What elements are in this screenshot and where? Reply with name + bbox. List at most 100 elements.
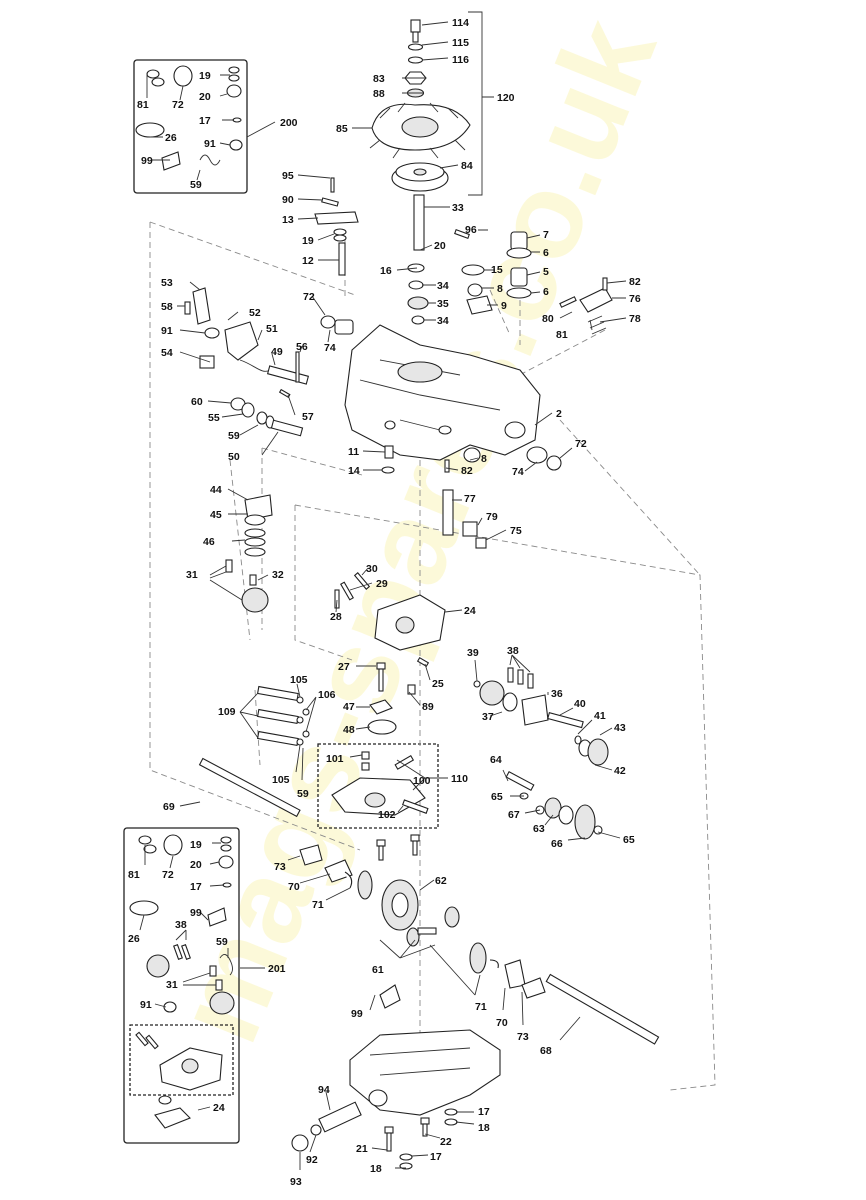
callout-label: 82 <box>461 465 473 477</box>
callout-label: 71 <box>312 899 324 911</box>
callout-label: 42 <box>614 765 626 777</box>
callout-label: 19 <box>199 70 211 82</box>
callout-label: 81 <box>137 99 149 111</box>
callout-label: 56 <box>296 341 308 353</box>
callout-label: 16 <box>380 265 392 277</box>
callout-label: 17 <box>190 881 202 893</box>
callout-label: 91 <box>140 999 152 1011</box>
callout-label: 65 <box>491 791 503 803</box>
center-small-parts <box>367 657 430 735</box>
lower-housing <box>349 984 501 1116</box>
callout-label: 65 <box>623 834 635 846</box>
callout-label: 200 <box>280 117 298 129</box>
callout-label: 22 <box>440 1136 452 1148</box>
callout-label: 115 <box>452 37 469 49</box>
callout-label: 105 <box>290 674 308 686</box>
callout-label: 12 <box>302 255 314 267</box>
reduction-gear-group <box>505 771 603 840</box>
callout-label: 88 <box>373 88 385 100</box>
callout-label: 57 <box>302 411 314 423</box>
left-lever-assembly <box>184 287 354 398</box>
callout-label: 58 <box>161 301 173 313</box>
callout-label: 99 <box>141 155 153 167</box>
callout-label: 5 <box>543 266 549 278</box>
callout-label: 89 <box>422 701 434 713</box>
callout-label: 46 <box>203 536 215 548</box>
callout-label: 80 <box>542 313 554 325</box>
callout-label: 17 <box>199 115 211 127</box>
callout-label: 40 <box>574 698 586 710</box>
callout-label: 17 <box>430 1151 442 1163</box>
callout-label: 68 <box>540 1045 552 1057</box>
callout-label: 90 <box>282 194 294 206</box>
callout-label: 120 <box>497 92 515 104</box>
callout-label: 59 <box>216 936 228 948</box>
callout-label: 15 <box>491 264 503 276</box>
callout-label: 59 <box>190 179 202 191</box>
callout-label: 20 <box>190 859 202 871</box>
callout-label: 64 <box>490 754 502 766</box>
callout-label: 78 <box>629 313 641 325</box>
bottom-parts <box>291 1101 458 1170</box>
callout-label: 76 <box>629 293 641 305</box>
callout-label: 17 <box>478 1106 490 1118</box>
callout-labels: 114 115 116 83 88 120 85 84 33 20 96 16 … <box>128 17 641 1188</box>
callout-label: 27 <box>338 661 350 673</box>
callout-label: 102 <box>378 809 396 821</box>
callout-label: 34 <box>437 315 449 327</box>
callout-label: 67 <box>508 809 520 821</box>
kit-box-201 <box>123 827 240 1144</box>
callout-label: 70 <box>288 881 300 893</box>
callout-label: 33 <box>452 202 464 214</box>
right-lever-assembly <box>559 277 613 335</box>
mid-small-parts <box>381 445 562 549</box>
callout-label: 81 <box>128 869 140 881</box>
callout-label: 114 <box>452 17 469 29</box>
callout-label: 8 <box>497 283 503 295</box>
callout-label: 201 <box>268 963 286 975</box>
callout-label: 100 <box>413 775 431 787</box>
callout-label: 44 <box>210 484 222 496</box>
assembly-guides <box>149 221 716 1091</box>
pump-left-group <box>225 494 273 613</box>
differential-group <box>299 834 546 999</box>
axles <box>198 757 660 1045</box>
kit-box-200 <box>133 59 248 194</box>
upper-housing <box>344 324 541 461</box>
callout-label: 79 <box>486 511 498 523</box>
callout-label: 39 <box>467 647 479 659</box>
callout-label: 21 <box>356 1143 368 1155</box>
callout-label: 31 <box>186 569 198 581</box>
callout-label: 106 <box>318 689 336 701</box>
callout-label: 19 <box>190 839 202 851</box>
callout-label: 2 <box>556 408 562 420</box>
callout-label: 61 <box>372 964 384 976</box>
callout-label: 20 <box>199 91 211 103</box>
callout-label: 95 <box>282 170 294 182</box>
callout-label: 8 <box>481 453 487 465</box>
callout-label: 73 <box>517 1031 529 1043</box>
callout-label: 24 <box>464 605 476 617</box>
callout-label: 59 <box>297 788 309 800</box>
callout-label: 77 <box>464 493 476 505</box>
callout-label: 45 <box>210 509 222 521</box>
callout-label: 55 <box>208 412 220 424</box>
callout-label: 26 <box>165 132 177 144</box>
callout-label: 50 <box>228 451 240 463</box>
callout-label: 28 <box>330 611 342 623</box>
callout-label: 92 <box>306 1154 318 1166</box>
callout-label: 38 <box>175 919 187 931</box>
callout-label: 72 <box>162 869 174 881</box>
callout-label: 91 <box>161 325 173 337</box>
callout-label: 26 <box>128 933 140 945</box>
callout-label: 72 <box>172 99 184 111</box>
callout-label: 81 <box>556 329 568 341</box>
callout-label: 110 <box>451 773 468 785</box>
top-left-link-group <box>314 177 359 276</box>
callout-label: 47 <box>343 701 355 713</box>
callout-label: 29 <box>376 578 388 590</box>
callout-label: 74 <box>512 466 524 478</box>
callout-label: 96 <box>465 224 477 236</box>
callout-label: 51 <box>266 323 278 335</box>
callout-label: 35 <box>437 298 449 310</box>
